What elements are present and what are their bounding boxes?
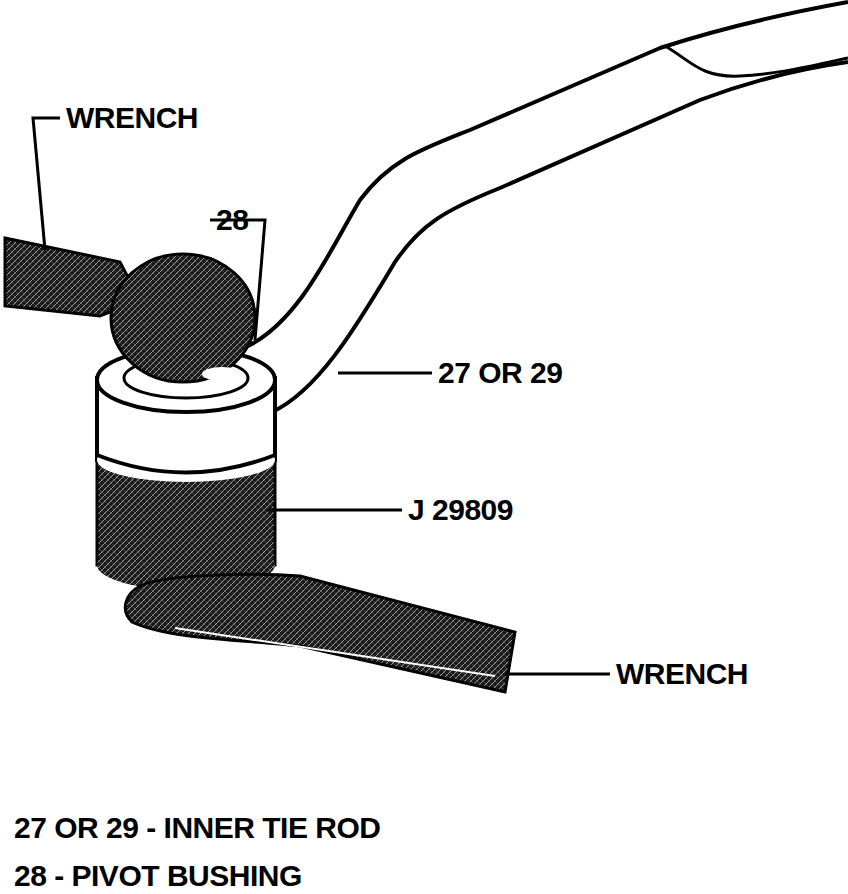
part-label: WRENCH <box>66 102 198 134</box>
tool-number: J 29809 <box>408 494 513 526</box>
special-tool <box>97 348 275 590</box>
legend-note: 27 OR 29 - INNER TIE ROD <box>14 812 380 844</box>
leader-lines <box>33 118 610 674</box>
callout-number: 27 OR 29 <box>438 357 562 389</box>
callout-number: 28 <box>216 204 248 236</box>
upper-wrench <box>5 238 255 382</box>
inner-tie-rod <box>248 2 848 412</box>
legend-note: 28 - PIVOT BUSHING <box>14 860 302 892</box>
part-label: WRENCH <box>616 658 748 690</box>
lower-wrench <box>125 574 515 692</box>
